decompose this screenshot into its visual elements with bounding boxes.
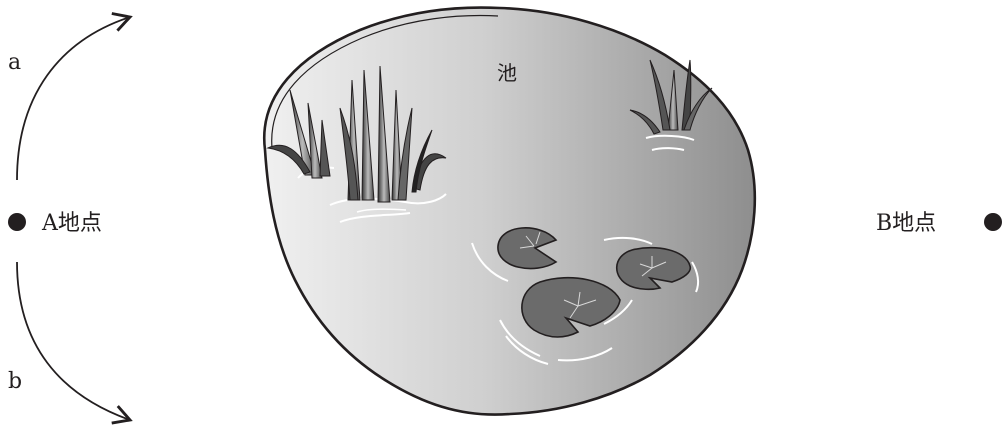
pond: 池	[264, 8, 755, 415]
route-b: b	[8, 262, 130, 420]
route-b-arrow	[17, 262, 130, 420]
point-b-label: B地点	[876, 211, 936, 236]
point-a-label: A地点	[41, 211, 102, 236]
pond-label: 池	[497, 61, 517, 85]
point-b: B地点	[876, 211, 1002, 236]
route-a-label: a	[8, 50, 21, 75]
route-a-arrow	[17, 17, 130, 180]
point-b-marker	[984, 213, 1002, 231]
point-a: A地点	[8, 211, 102, 236]
route-a: a	[8, 17, 130, 180]
route-b-label: b	[8, 369, 22, 394]
point-a-marker	[8, 213, 26, 231]
